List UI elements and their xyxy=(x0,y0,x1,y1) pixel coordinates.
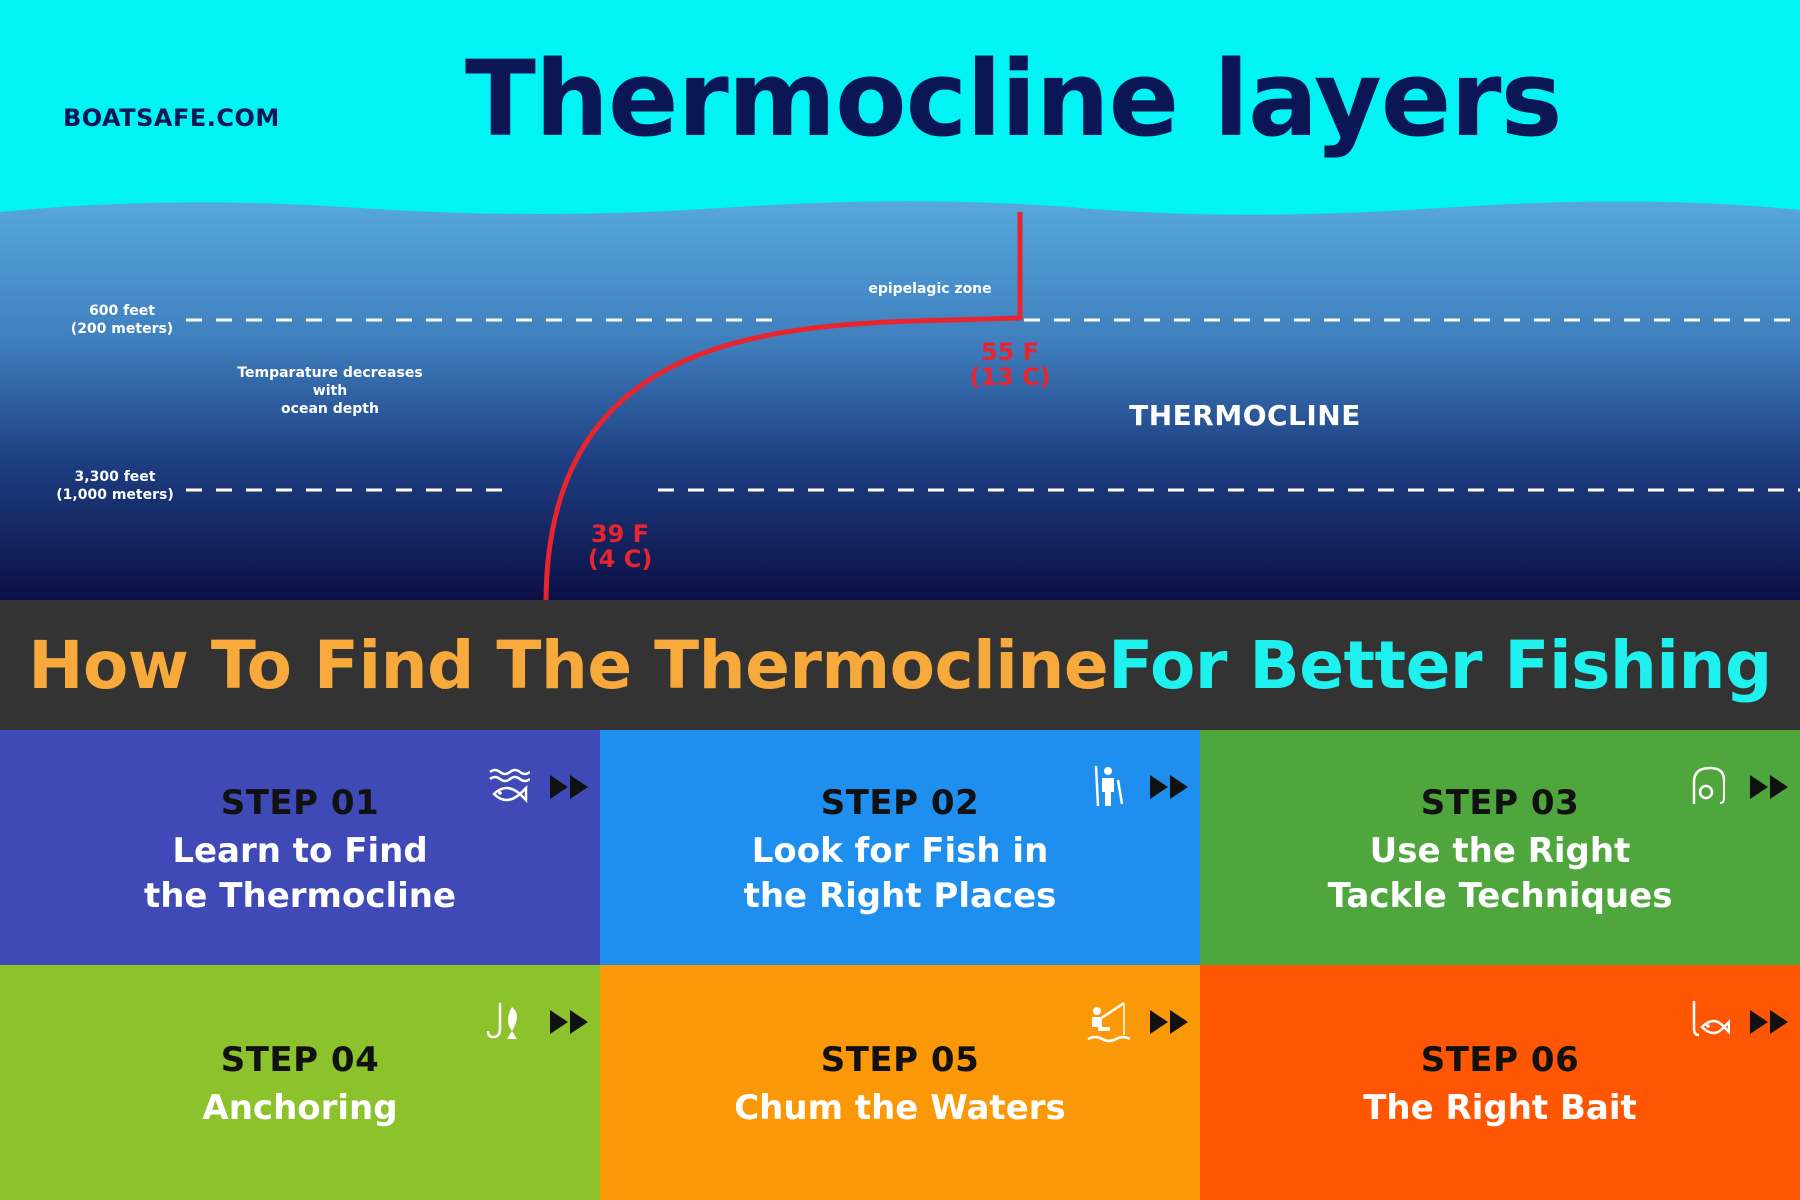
step-number: STEP 04 xyxy=(220,1040,380,1081)
water-body xyxy=(0,201,1800,600)
section-banner: How To Find The Thermocline For Better F… xyxy=(0,600,1800,730)
temp-upper-label: 55 F (13 C) xyxy=(960,338,1060,392)
fast-forward-icon xyxy=(550,775,588,799)
thermocline-label: THERMOCLINE xyxy=(1129,399,1361,432)
step-description: Use the Right Tackle Techniques xyxy=(1327,831,1673,916)
step-number: STEP 05 xyxy=(820,1040,980,1081)
temperature-curve xyxy=(543,212,1023,600)
step-number: STEP 01 xyxy=(220,783,380,824)
depth-3300-feet: 3,300 feet xyxy=(74,469,156,485)
step-card-06: STEP 06 The Right Bait xyxy=(1200,965,1800,1200)
step-card-02: STEP 02 Look for Fish in the Right Place… xyxy=(600,730,1200,965)
fast-forward-icon xyxy=(550,1010,588,1034)
step-description: Learn to Find the Thermocline xyxy=(143,831,457,916)
step-number: STEP 03 xyxy=(1420,783,1580,824)
step-card-04: STEP 04 Anchoring xyxy=(0,965,600,1200)
temp-lower-label: 39 F (4 C) xyxy=(570,520,670,574)
epipelagic-zone-label: epipelagic zone xyxy=(868,281,992,297)
depth-600-label: 600 feet (200 meters) xyxy=(62,302,182,338)
temp-lower-c: (4 C) xyxy=(587,545,653,574)
depth-3300-meters: (1,000 meters) xyxy=(56,487,174,504)
step-description: Look for Fish in the Right Places xyxy=(743,831,1057,916)
fast-forward-icon xyxy=(1150,1010,1188,1034)
step-description: Chum the Waters xyxy=(734,1088,1066,1129)
depth-600-meters: (200 meters) xyxy=(70,321,174,338)
fast-forward-icon xyxy=(1150,775,1188,799)
thermocline-diagram: BOATSAFE.COM Thermocline layers 600 feet… xyxy=(0,0,1800,600)
temp-upper-c: (13 C) xyxy=(969,363,1051,392)
step-card-01: STEP 01 Learn to Find the Thermocline xyxy=(0,730,600,965)
depth-600-feet: 600 feet xyxy=(89,303,155,319)
fish-hook-icon xyxy=(486,1003,517,1039)
fish-waves-icon xyxy=(489,768,530,804)
temp-upper-f: 55 F xyxy=(980,338,1040,366)
temperature-note: Temparature decreases with ocean depth xyxy=(220,364,440,419)
page-title: Thermocline layers xyxy=(465,38,1562,160)
steps-grid: STEP 01 Learn to Find the Thermocline ST… xyxy=(0,730,1800,1200)
ocean-background xyxy=(0,0,1800,600)
temperature-note-line2: ocean depth xyxy=(281,401,379,418)
fast-forward-icon xyxy=(1750,775,1788,799)
step-number: STEP 02 xyxy=(820,783,980,824)
fishing-reel-icon xyxy=(1692,766,1726,804)
fisherman-standing-icon xyxy=(1094,765,1124,807)
temperature-note-line1: Temparature decreases with xyxy=(237,365,423,400)
step-description: The Right Bait xyxy=(1363,1088,1637,1129)
fast-forward-icon xyxy=(1750,1010,1788,1034)
brand-logo: BOATSAFE.COM xyxy=(63,104,280,132)
step-card-05: STEP 05 Chum the Waters xyxy=(600,965,1200,1200)
banner-title-part2: For Better Fishing xyxy=(1108,626,1772,704)
step-description: Anchoring xyxy=(202,1088,398,1129)
fisherman-sitting-icon xyxy=(1087,1001,1130,1043)
hooked-fish-icon xyxy=(1692,1001,1730,1037)
step-number: STEP 06 xyxy=(1420,1040,1580,1081)
banner-title-part1: How To Find The Thermocline xyxy=(28,626,1109,704)
temp-lower-f: 39 F xyxy=(590,520,650,548)
step-card-03: STEP 03 Use the Right Tackle Techniques xyxy=(1200,730,1800,965)
depth-3300-label: 3,300 feet (1,000 meters) xyxy=(50,468,180,504)
